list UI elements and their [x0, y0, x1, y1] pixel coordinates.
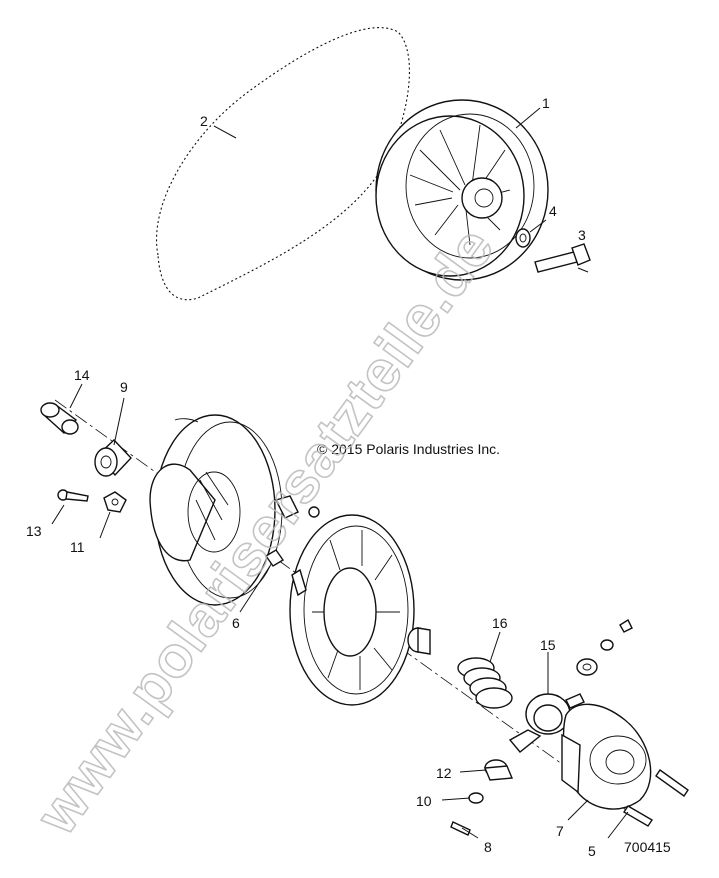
callout-1: 1: [542, 95, 550, 111]
clutch-bolt[interactable]: [534, 243, 591, 273]
drawing-number: 700415: [624, 839, 671, 855]
driven-clutch-cover[interactable]: [561, 703, 652, 810]
washer-upper[interactable]: [600, 639, 614, 651]
spring[interactable]: [457, 657, 513, 709]
callout-15: 15: [540, 637, 556, 653]
moveable-sheave[interactable]: [289, 514, 415, 706]
callout-2: 2: [200, 113, 208, 129]
callout-16: 16: [492, 615, 508, 631]
cover-screw[interactable]: [623, 769, 689, 827]
callout-14: 14: [74, 367, 90, 383]
roller-bracket[interactable]: [274, 495, 320, 519]
callout-5: 5: [588, 843, 596, 859]
stationary-sheave[interactable]: [149, 414, 283, 606]
retaining-clip[interactable]: [468, 792, 484, 804]
washer[interactable]: [515, 228, 531, 248]
pin[interactable]: [57, 489, 89, 502]
roller[interactable]: [264, 549, 285, 567]
spacer-bushing[interactable]: [483, 759, 514, 781]
watermark: www.polarisersatzteile.de: [23, 215, 506, 846]
callout-7: 7: [556, 823, 564, 839]
callout-6: 6: [232, 615, 240, 631]
spring-seat[interactable]: [407, 627, 431, 655]
callout-9: 9: [120, 379, 128, 395]
drive-clutch-assembly[interactable]: [375, 99, 549, 281]
small-screw[interactable]: [450, 821, 471, 836]
screw-upper[interactable]: [619, 618, 633, 633]
callout-11: 11: [70, 539, 85, 555]
roller-block[interactable]: [103, 491, 127, 513]
callout-12: 12: [436, 765, 452, 781]
callout-10: 10: [416, 793, 432, 809]
bushing[interactable]: [40, 402, 79, 435]
copyright-notice: © 2015 Polaris Industries Inc.: [317, 441, 500, 457]
leader-lines: [51, 107, 629, 839]
callout-3: 3: [578, 227, 586, 243]
callouts: 1 2 3 4 5 6 7 8 9 10 11 12 13 14 15 16: [26, 95, 596, 859]
helix-cam[interactable]: [508, 693, 585, 753]
bushing-upper[interactable]: [576, 658, 598, 676]
callout-13: 13: [26, 523, 42, 539]
bearing[interactable]: [94, 439, 132, 477]
callout-4: 4: [549, 203, 557, 219]
drive-belt[interactable]: [156, 27, 410, 301]
callout-8: 8: [484, 839, 492, 855]
